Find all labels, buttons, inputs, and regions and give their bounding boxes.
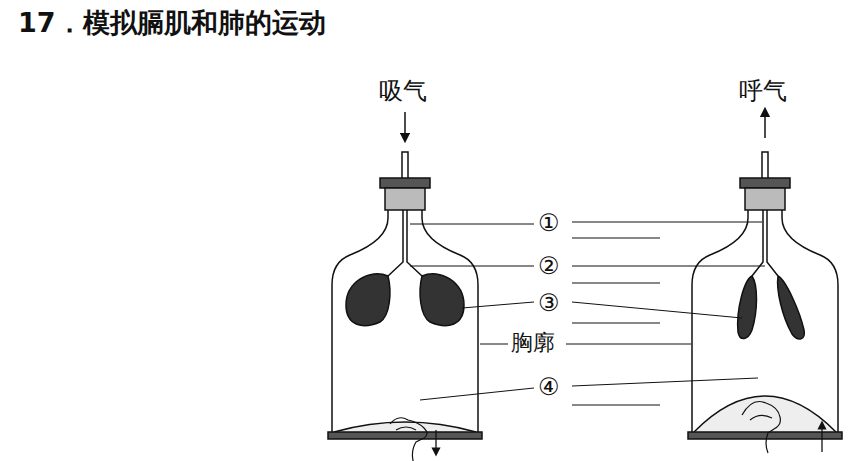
leader-lines [410, 222, 765, 405]
question-title: 17．模拟膈肌和肺的运动 [18, 8, 326, 38]
inhale-label: 吸气 [379, 78, 427, 104]
callout-number: ④ [538, 374, 560, 400]
callout-number: ② [538, 253, 560, 279]
callout-number: ③ [538, 290, 560, 316]
exhale-arrow [764, 112, 766, 138]
inhale-arrow [404, 112, 406, 138]
right-jar [688, 152, 842, 453]
callout-number: ① [538, 210, 560, 236]
thorax-label: 胸廓 [511, 331, 555, 355]
left-jar [328, 152, 482, 461]
exhale-label: 呼气 [739, 78, 787, 104]
